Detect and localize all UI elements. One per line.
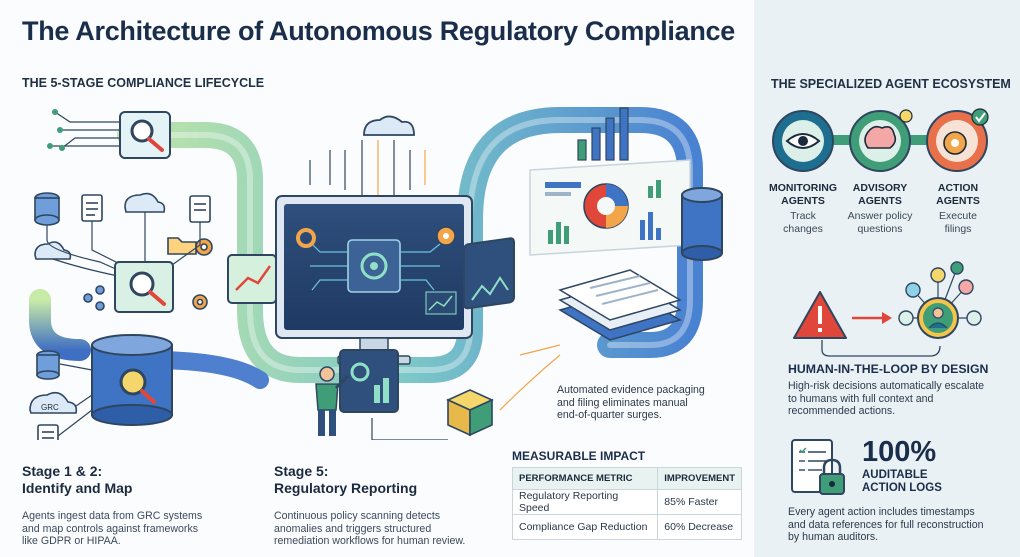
improvement-cell: 85% Faster	[657, 489, 742, 515]
folder-icon	[167, 237, 197, 255]
metric-cell: Regulatory Reporting Speed	[511, 489, 659, 515]
gear-icon	[436, 226, 456, 246]
bar-chart-icon	[577, 107, 629, 161]
cloud-icon	[34, 241, 72, 260]
column-header: IMPROVEMENT	[657, 467, 742, 490]
cloud-icon	[309, 115, 426, 195]
impact-heading: MEASURABLE IMPACT	[512, 449, 646, 463]
agent-name: ADVISORY	[852, 182, 908, 194]
agent-card-action: ACTION AGENTS Execute filings	[916, 182, 1000, 235]
stage-description: like GDPR or HIPAA.	[22, 535, 121, 547]
audit-label: AUDITABLE ACTION LOGS	[862, 469, 972, 495]
agent-name: MONITORING	[768, 182, 838, 194]
package-icon	[371, 354, 561, 440]
cloud-network-icon	[124, 192, 166, 213]
grc-label: GRC	[41, 403, 59, 412]
stage-title: Stage 1 & 2:	[22, 463, 103, 479]
database-icon	[36, 350, 60, 380]
stage-description: remediation workflows for human review.	[274, 535, 466, 547]
audit-log-illustration	[791, 439, 845, 495]
audit-description-line: and data references for full reconstruct…	[788, 518, 984, 531]
stage-description: Agents ingest data from GRC systems	[22, 510, 203, 522]
agent-circles	[772, 108, 989, 172]
ecosystem-heading: THE SPECIALIZED AGENT ECOSYSTEM	[771, 77, 1011, 91]
data-source-icons	[34, 192, 213, 311]
audit-description: Every agent action includes timestamps a…	[788, 506, 988, 544]
table-row: Regulatory Reporting Speed 85% Faster	[511, 489, 742, 515]
hitl-description: High-risk decisions automatically escala…	[788, 380, 988, 418]
storage-cylinder	[91, 334, 173, 426]
stage-description: and map controls against frameworks	[22, 522, 199, 535]
evidence-note-line: end-of-quarter surges.	[557, 409, 662, 421]
hitl-description-line: High-risk decisions automatically escala…	[788, 380, 985, 392]
evidence-note: Automated evidence packaging and filing …	[557, 384, 747, 422]
search-panel	[47, 109, 171, 159]
column-header: PERFORMANCE METRIC	[511, 467, 659, 490]
hitl-description-line: recommended actions.	[788, 405, 896, 417]
agent-description: Execute	[939, 210, 977, 222]
metric-cell: Compliance Gap Reduction	[511, 514, 659, 540]
document-stack	[519, 269, 682, 356]
lock-icon	[819, 458, 845, 495]
audit-label-line: ACTION LOGS	[862, 482, 942, 494]
agent-description: filings	[944, 222, 972, 235]
eye-icon	[772, 110, 834, 172]
stage-1-2-block: Stage 1 & 2: Identify and Map Agents ing…	[22, 463, 237, 548]
document-icon	[81, 194, 103, 222]
agent-name: AGENTS	[858, 194, 902, 207]
dashboard-panel	[529, 159, 691, 256]
touch-screen	[339, 349, 399, 413]
agent-card-advisory: ADVISORY AGENTS Answer policy questions	[838, 182, 922, 235]
document-icon	[37, 424, 59, 440]
evidence-note-line: Automated evidence packaging	[557, 384, 705, 396]
page-title: The Architecture of Autonomous Regulator…	[22, 16, 735, 46]
lifecycle-heading: THE 5-STAGE COMPLIANCE LIFECYCLE	[22, 76, 265, 90]
gear-icon	[195, 238, 213, 256]
gear-check-icon	[926, 108, 989, 172]
human-in-loop-illustration	[793, 261, 982, 357]
stage-title: Stage 5:	[274, 463, 329, 479]
stage-5-block: Stage 5: Regulatory Reporting Continuous…	[274, 463, 486, 548]
table-row: Compliance Gap Reduction 60% Decrease	[511, 514, 742, 540]
gear-icon	[192, 294, 208, 310]
human-reviewer-icon	[917, 297, 959, 339]
stage-subtitle: Identify and Map	[22, 480, 133, 496]
evidence-note-line: and filing eliminates manual	[557, 396, 688, 409]
stage-description: Continuous policy scanning detects	[274, 510, 441, 522]
monitor	[275, 195, 473, 365]
audit-label-line: AUDITABLE	[862, 469, 928, 481]
agent-description: changes	[783, 222, 823, 235]
agent-description: Track	[790, 210, 816, 222]
arrow-right-icon	[852, 312, 892, 324]
improvement-cell: 60% Decrease	[657, 514, 742, 540]
analytics-panel	[227, 254, 277, 304]
brain-icon	[849, 109, 913, 172]
table-header-row: PERFORMANCE METRIC IMPROVEMENT	[511, 467, 742, 490]
agent-name: AGENTS	[781, 194, 825, 207]
audit-description-line: by human auditors.	[788, 531, 879, 543]
audit-percent: 100%	[862, 436, 937, 468]
audit-description-line: Every agent action includes timestamps	[788, 506, 975, 518]
lifecycle-illustration: GRC	[29, 107, 723, 440]
agent-name: AGENTS	[936, 194, 980, 207]
agent-description: questions	[857, 222, 903, 235]
impact-table: PERFORMANCE METRIC IMPROVEMENT Regulator…	[511, 467, 742, 540]
stage-subtitle: Regulatory Reporting	[274, 480, 418, 496]
hitl-description-line: to humans with full context and	[788, 392, 934, 405]
stage-description: anomalies and triggers structured	[274, 522, 432, 535]
mapping-panel	[46, 212, 201, 313]
agent-description: Answer policy	[847, 210, 913, 222]
warning-icon	[793, 291, 847, 339]
grc-cloud-icon	[29, 391, 78, 414]
agent-card-monitoring: MONITORING AGENTS Track changes	[761, 182, 845, 235]
hitl-title: HUMAN-IN-THE-LOOP BY DESIGN	[788, 362, 989, 376]
agent-name: ACTION	[937, 182, 979, 194]
share-icon	[83, 285, 105, 311]
database-icon	[34, 192, 60, 226]
chart-screen	[463, 237, 515, 310]
storage-cylinder	[681, 187, 723, 261]
person-icon	[315, 366, 350, 436]
document-icon	[189, 195, 211, 223]
